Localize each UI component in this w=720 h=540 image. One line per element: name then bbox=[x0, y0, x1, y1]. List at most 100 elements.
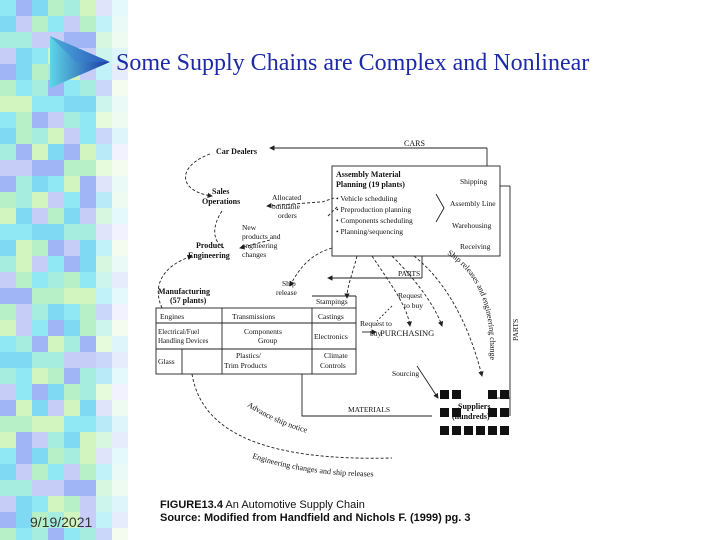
figure-source: Source: Modified from Handfield and Nich… bbox=[160, 512, 471, 524]
figure-text: An Automotive Supply Chain bbox=[225, 499, 365, 511]
supply-chain-diagram: CARS Car Dealers Assembly Material Plann… bbox=[152, 136, 520, 478]
assembly-item: • Preproduction planning bbox=[336, 205, 411, 214]
decorative-tile bbox=[16, 240, 32, 256]
decorative-tile bbox=[64, 80, 80, 96]
decorative-tile bbox=[80, 480, 96, 496]
decorative-tile bbox=[32, 32, 48, 48]
label-sales: Sales bbox=[212, 187, 229, 196]
decorative-tile bbox=[0, 48, 16, 64]
decorative-tile bbox=[96, 512, 112, 528]
decorative-tile bbox=[32, 64, 48, 80]
decorative-tile bbox=[96, 528, 112, 540]
decorative-tile bbox=[48, 480, 64, 496]
decorative-tile bbox=[64, 256, 80, 272]
decorative-tile bbox=[0, 160, 16, 176]
decorative-tile bbox=[0, 304, 16, 320]
decorative-tile bbox=[112, 80, 128, 96]
label-request-buy-2: to buy bbox=[404, 301, 423, 310]
decorative-tile bbox=[80, 0, 96, 16]
decorative-tile bbox=[48, 416, 64, 432]
label-receiving: Receiving bbox=[460, 242, 491, 251]
decorative-tile bbox=[64, 112, 80, 128]
decorative-tile bbox=[112, 144, 128, 160]
decorative-tile bbox=[96, 16, 112, 32]
decorative-tile bbox=[48, 352, 64, 368]
label-climate: Climate bbox=[324, 351, 348, 360]
decorative-tile bbox=[32, 416, 48, 432]
decorative-tile bbox=[0, 528, 16, 540]
decorative-tile bbox=[32, 432, 48, 448]
decorative-tile bbox=[80, 432, 96, 448]
decorative-tile bbox=[16, 176, 32, 192]
decorative-tile bbox=[96, 256, 112, 272]
decorative-tile bbox=[64, 288, 80, 304]
assembly-item: • Components scheduling bbox=[336, 216, 413, 225]
decorative-tile bbox=[48, 16, 64, 32]
decorative-tile bbox=[0, 416, 16, 432]
decorative-tile bbox=[0, 80, 16, 96]
decorative-tile bbox=[96, 240, 112, 256]
label-advance-ship-notice: Advance ship notice bbox=[246, 400, 309, 435]
decorative-tile bbox=[32, 192, 48, 208]
decorative-tile bbox=[64, 240, 80, 256]
decorative-tile bbox=[16, 128, 32, 144]
decorative-tile bbox=[80, 320, 96, 336]
decorative-tile bbox=[32, 528, 48, 540]
label-product-engineering-2: Engineering bbox=[188, 251, 230, 260]
decorative-tile bbox=[0, 112, 16, 128]
decorative-tile bbox=[112, 304, 128, 320]
decorative-tile bbox=[96, 128, 112, 144]
decorative-tile bbox=[80, 272, 96, 288]
decorative-tile bbox=[112, 496, 128, 512]
decorative-tile bbox=[0, 464, 16, 480]
decorative-tile bbox=[0, 512, 16, 528]
label-parts: PARTS bbox=[398, 269, 420, 278]
decorative-tile bbox=[96, 432, 112, 448]
label-shipping: Shipping bbox=[460, 177, 487, 186]
decorative-tile bbox=[32, 336, 48, 352]
decorative-tile bbox=[96, 496, 112, 512]
decorative-tile bbox=[0, 448, 16, 464]
decorative-tile bbox=[0, 64, 16, 80]
label-assembly-title: Assembly Material bbox=[336, 170, 401, 179]
decorative-tile bbox=[32, 208, 48, 224]
decorative-tile bbox=[64, 144, 80, 160]
decorative-tile bbox=[64, 320, 80, 336]
decorative-tile bbox=[16, 288, 32, 304]
decorative-tile bbox=[48, 176, 64, 192]
decorative-tile bbox=[48, 96, 64, 112]
decorative-tile bbox=[16, 400, 32, 416]
label-parts-side: PARTS bbox=[511, 319, 520, 341]
decorative-tile bbox=[80, 16, 96, 32]
label-castings: Castings bbox=[318, 312, 344, 321]
decorative-tile bbox=[32, 480, 48, 496]
triangle-bullet-icon bbox=[50, 36, 110, 88]
label-components-2: Group bbox=[258, 336, 277, 345]
decorative-tile bbox=[48, 0, 64, 16]
decorative-tile bbox=[64, 480, 80, 496]
decorative-tile bbox=[48, 272, 64, 288]
decorative-tile bbox=[112, 256, 128, 272]
decorative-tile bbox=[0, 176, 16, 192]
decorative-tile bbox=[0, 336, 16, 352]
decorative-tile bbox=[80, 176, 96, 192]
decorative-tile bbox=[64, 272, 80, 288]
decorative-tile bbox=[48, 432, 64, 448]
decorative-tile bbox=[16, 80, 32, 96]
label-materials: MATERIALS bbox=[348, 405, 390, 414]
decorative-tile bbox=[80, 384, 96, 400]
label-new-products-2: products and bbox=[242, 232, 281, 241]
assembly-item: • Planning/sequencing bbox=[336, 227, 403, 236]
decorative-tile bbox=[96, 416, 112, 432]
decorative-tile bbox=[96, 96, 112, 112]
decorative-tile bbox=[16, 144, 32, 160]
decorative-tile bbox=[96, 320, 112, 336]
decorative-tile bbox=[16, 304, 32, 320]
decorative-tile bbox=[112, 336, 128, 352]
decorative-tile bbox=[96, 464, 112, 480]
decorative-tile bbox=[16, 16, 32, 32]
decorative-tile bbox=[96, 304, 112, 320]
decorative-tile bbox=[16, 96, 32, 112]
decorative-tile bbox=[48, 224, 64, 240]
label-manufacturing-2: (57 plants) bbox=[170, 296, 207, 305]
